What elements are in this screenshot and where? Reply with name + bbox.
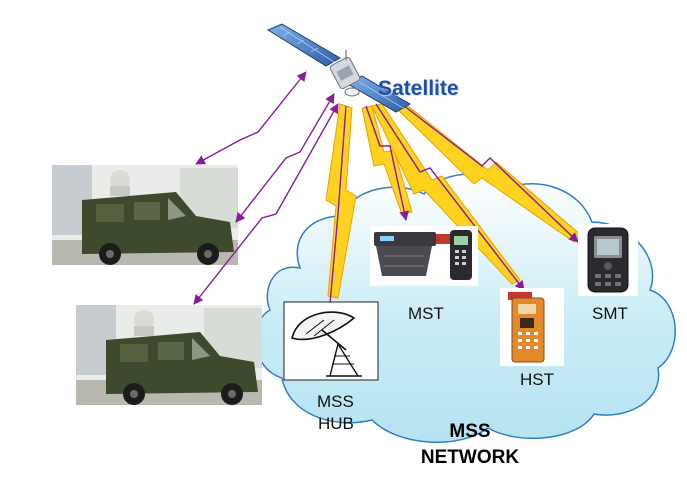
mst-terminal-icon xyxy=(370,226,478,286)
vehicle-terminal-2 xyxy=(76,305,262,405)
link-arrow-vehicle-1-b xyxy=(235,93,335,223)
satellite-label: Satellite xyxy=(378,77,459,100)
mss-hub-label-line-2: HUB xyxy=(318,414,354,433)
mss-hub-label-line-1: MSS xyxy=(317,392,354,411)
satellite-icon xyxy=(266,23,411,113)
smt-label: SMT xyxy=(592,304,628,323)
link-arrow-vehicle-1-a xyxy=(195,71,307,165)
smt-handset-icon xyxy=(578,224,638,296)
link-arrow-mst xyxy=(365,105,409,221)
mst-label: MST xyxy=(408,304,444,323)
link-arrow-smt xyxy=(393,97,579,243)
network-label-line-1: MSS xyxy=(449,421,491,442)
vehicle-terminal-1 xyxy=(52,165,238,265)
vehicle-links xyxy=(193,71,339,305)
network-label-line-2: NETWORK xyxy=(420,447,520,468)
link-arrow-hub xyxy=(323,105,347,327)
satellite-lightning-links xyxy=(325,97,583,299)
link-arrow-vehicle-2 xyxy=(193,103,339,305)
hst-handset-icon xyxy=(500,288,564,366)
mss-hub-dish-icon xyxy=(283,301,379,381)
lightning-bolt-hub xyxy=(325,103,357,299)
hst-label: HST xyxy=(520,370,554,389)
lightning-bolt-hst xyxy=(371,103,521,285)
